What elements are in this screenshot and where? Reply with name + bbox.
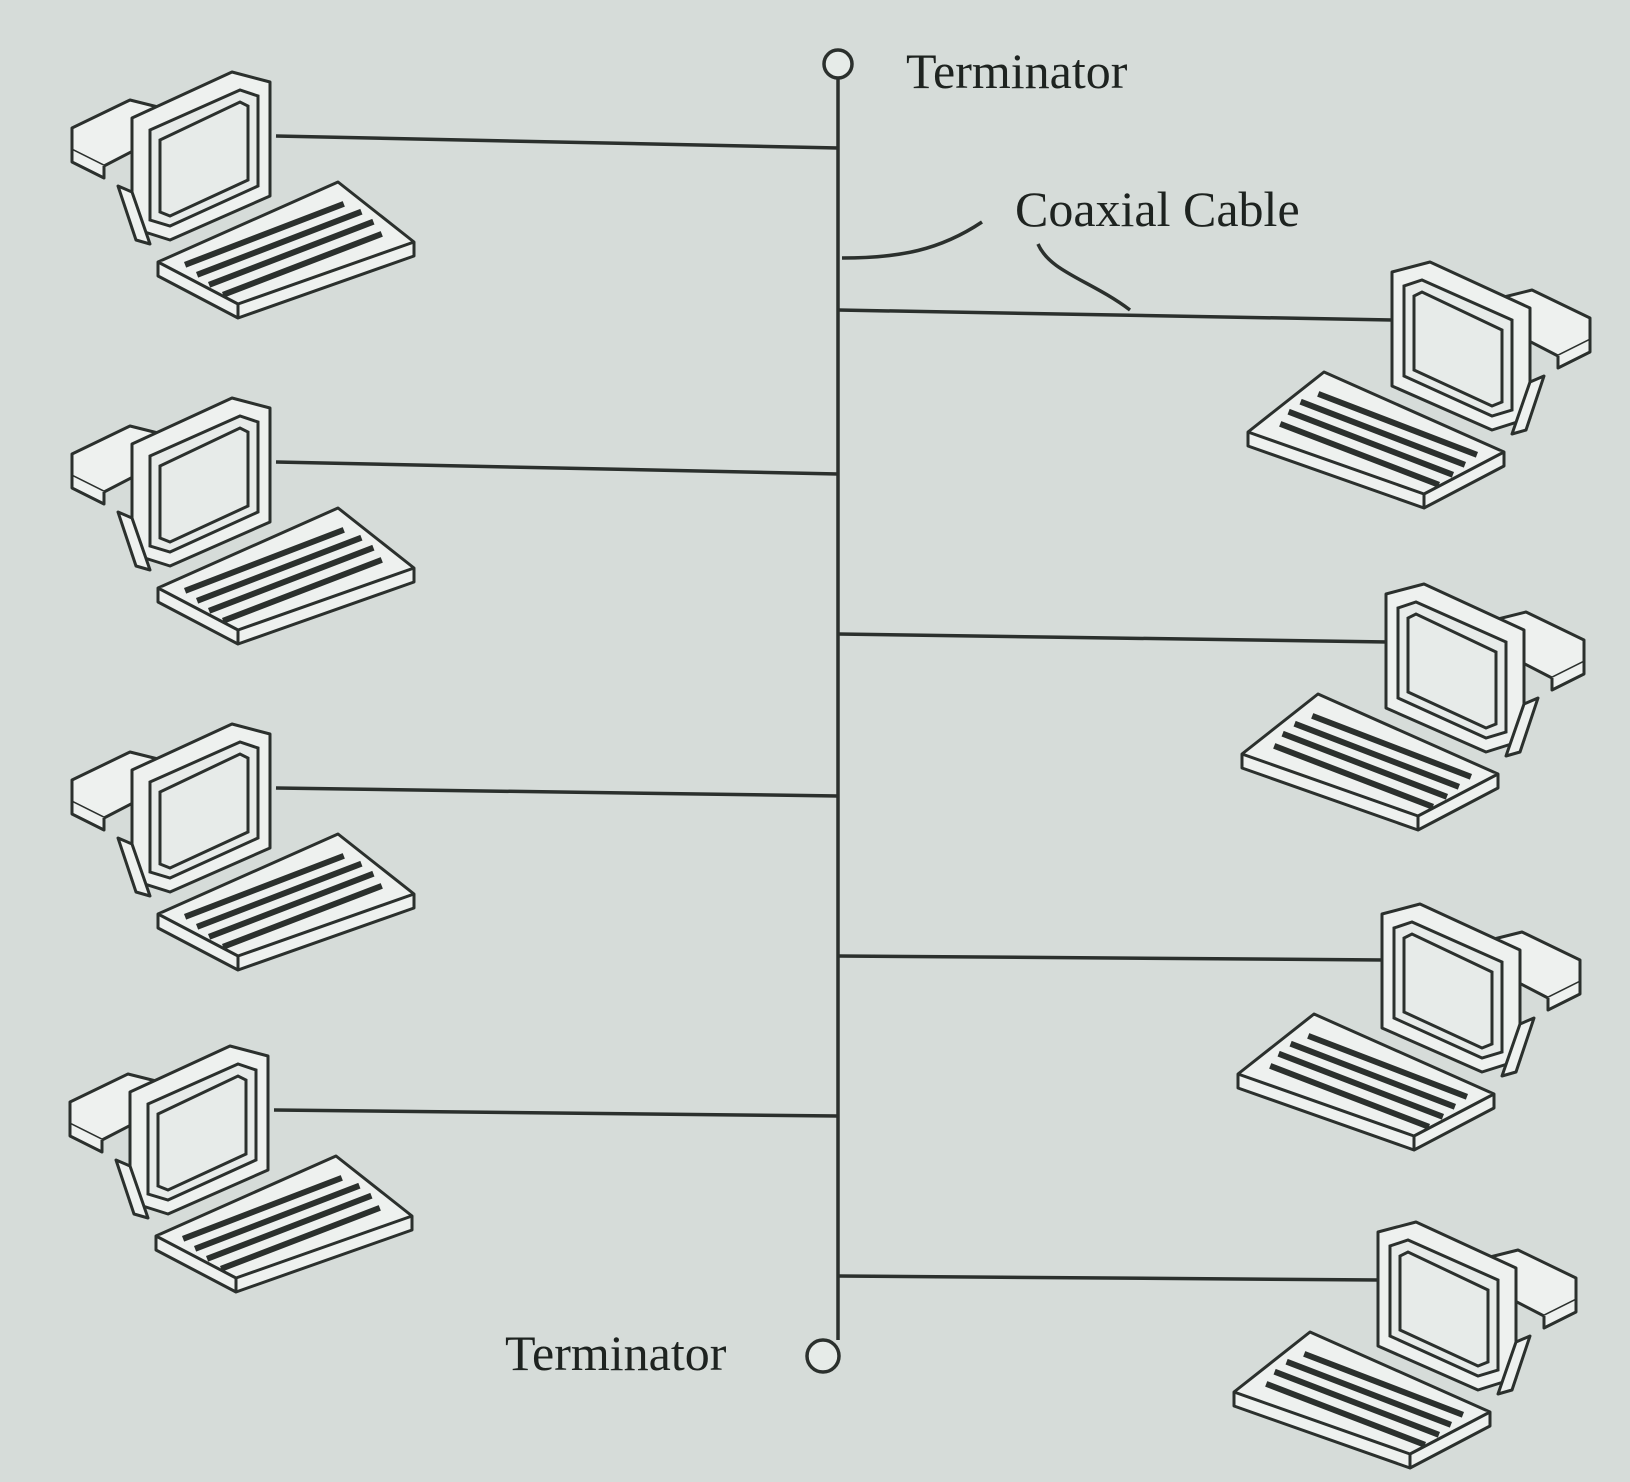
coaxial-cable-label: Coaxial Cable [1015, 181, 1300, 237]
computer-left-2-icon [70, 396, 416, 646]
terminator-bottom-icon [805, 1338, 841, 1374]
left-drop-1 [275, 134, 839, 150]
left-drop-3 [275, 786, 839, 798]
computer-right-1-icon [1246, 260, 1592, 510]
right-drop-4 [837, 1274, 1381, 1282]
terminator-bottom-label: Terminator [505, 1325, 727, 1381]
right-drop-1 [837, 308, 1393, 322]
left-drop-4 [273, 1108, 839, 1118]
computer-left-1-icon [70, 70, 416, 320]
terminator-top-icon [822, 48, 854, 80]
right-drop-2 [837, 632, 1389, 644]
computer-left-4-icon [68, 1044, 414, 1294]
right-drop-3 [837, 954, 1385, 962]
computer-right-2-icon [1240, 582, 1586, 832]
computer-left-3-icon [70, 722, 416, 972]
computer-right-4-icon [1232, 1220, 1578, 1470]
coax-callout-right [1036, 243, 1132, 312]
computer-right-3-icon [1236, 902, 1582, 1152]
left-drop-2 [275, 460, 839, 476]
coax-callout-left [841, 220, 983, 260]
terminator-top-label: Terminator [906, 43, 1128, 99]
